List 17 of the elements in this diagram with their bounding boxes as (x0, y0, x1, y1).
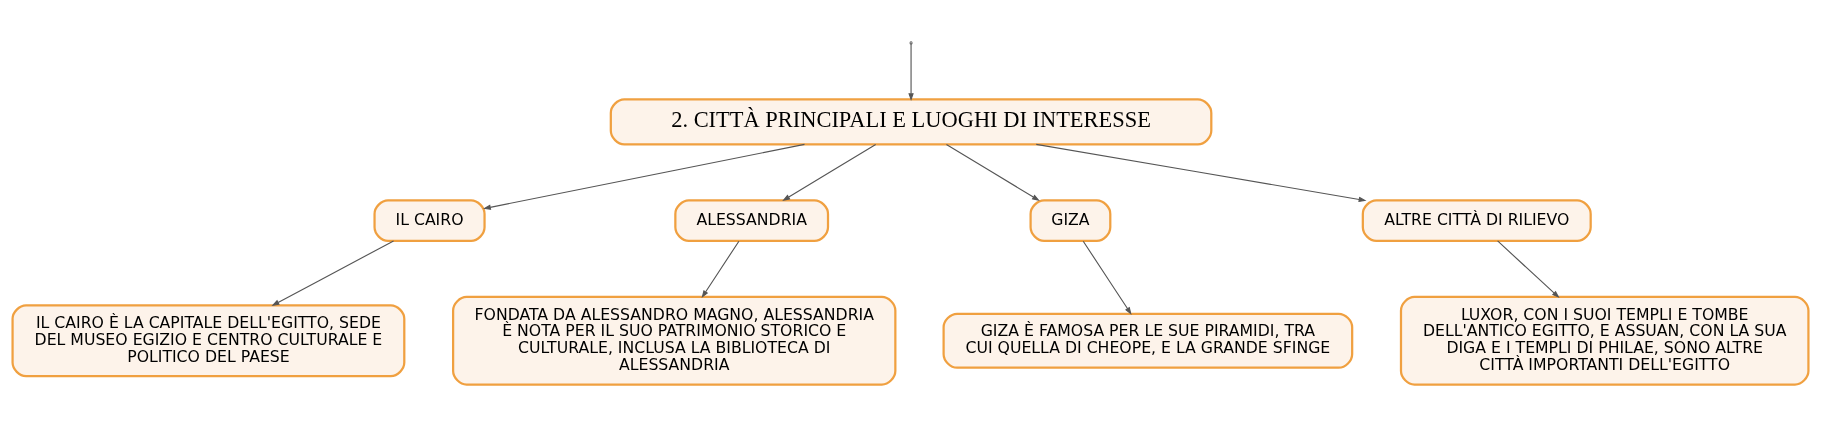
arrow (782, 143, 877, 201)
node-box: ALTRE CITTÀ DI RILIEVO (1361, 198, 1592, 242)
node-box: IL CAIRO (373, 198, 486, 242)
node-box: LUXOR, CON I SUOI TEMPLI E TOMBE DELL'ANTICO EGITTO, E ASSUAN, CON LA SUA DIGA E I TEMPLI DI PHILAE, SONO ALTRE CITTÀ IMPORTANTI DELL'EGITTO (1399, 295, 1810, 386)
arrow (271, 239, 395, 306)
arrow (701, 240, 740, 298)
node-box: IL CAIRO È LA CAPITALE DELL'EGITTO, SEDE DEL MUSEO EGIZIO E CENTRO CULTURALE E POLITICO DEL PAESE (11, 303, 406, 377)
arrow (483, 143, 806, 210)
arrow (1035, 143, 1367, 202)
node-box: GIZA È FAMOSA PER LE SUE PIRAMIDI, TRA CUI QUELLA DI CHEOPE, E LA GRANDE SFINGE (942, 312, 1354, 369)
node-box: GIZA (1029, 198, 1112, 242)
arrow (1497, 239, 1560, 298)
arrow (945, 143, 1040, 201)
node-box: ALESSANDRIA (674, 198, 830, 242)
node-box: FONDATA DA ALESSANDRO MAGNO, ALESSANDRIA È NOTA PER IL SUO PATRIMONIO STORICO E CULTURALE, INCLUSA LA BIBLIOTECA DI ALESSANDRIA (452, 295, 897, 386)
node-box: 2. CITTÀ PRINCIPALI E LUOGHI DI INTERESSE (609, 97, 1213, 145)
arrow (1082, 240, 1132, 315)
